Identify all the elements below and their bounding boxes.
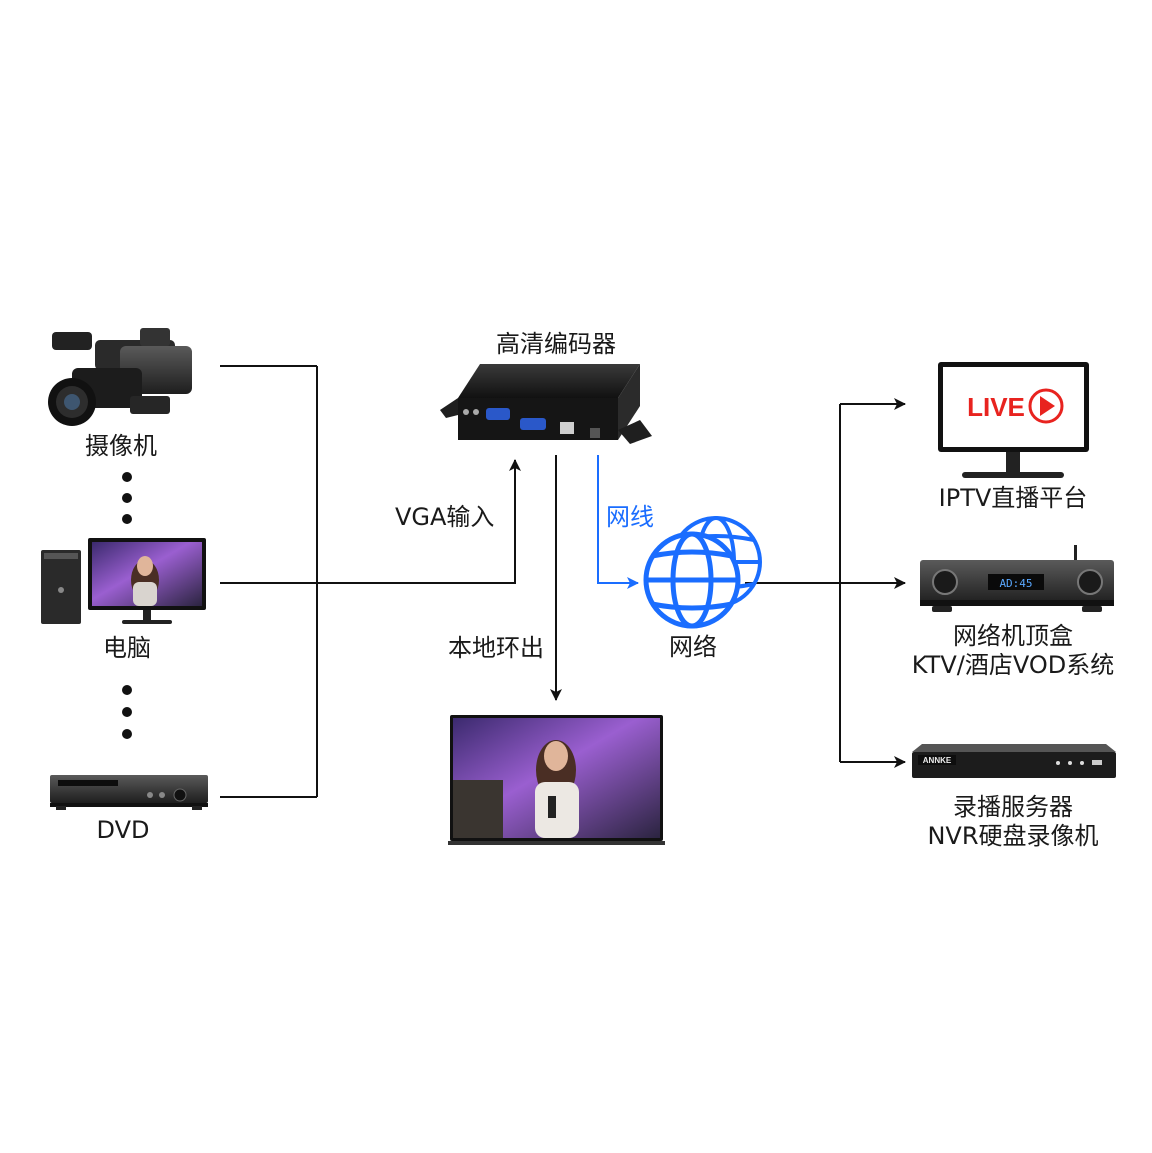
encoder-device-icon (440, 364, 652, 444)
local-loop-label: 本地环出 (448, 634, 544, 662)
live-badge-text: LIVE (967, 392, 1025, 422)
nvr-brand-text: ANNKE (923, 756, 952, 765)
vga-input-label: VGA输入 (395, 503, 495, 531)
nvr-device-icon: ANNKE (912, 744, 1116, 778)
set-top-box-icon: AD:45 (920, 545, 1114, 612)
computer-label: 电脑 (103, 634, 151, 662)
network-cable-label: 网线 (606, 503, 654, 531)
network-cable-arrow (597, 455, 639, 589)
network-label: 网络 (669, 633, 717, 661)
dvd-player-icon (50, 775, 208, 810)
ellipsis-dots-lower (122, 685, 132, 739)
ellipsis-dots-upper (122, 472, 132, 524)
camera-label: 摄像机 (85, 432, 157, 460)
computer-icon (41, 538, 206, 624)
vga-input-arrow (220, 459, 521, 584)
globe-icon (643, 516, 762, 629)
receiver-display-text: AD:45 (999, 577, 1032, 590)
stb-label-line2: KTV/酒店VOD系统 (911, 651, 1115, 679)
encoder-title: 高清编码器 (496, 330, 616, 358)
iptv-label: IPTV直播平台 (938, 484, 1088, 512)
dvd-label: DVD (96, 816, 150, 844)
camcorder-icon (48, 328, 192, 426)
output-distribution-lines (745, 398, 906, 768)
local-tv-icon (448, 715, 665, 845)
nvr-label-line2: NVR硬盘录像机 (927, 822, 1099, 850)
stb-label-line1: 网络机顶盒 (953, 622, 1073, 650)
iptv-monitor-icon: LIVE (938, 362, 1089, 478)
live-play-icon (1028, 388, 1064, 424)
nvr-label-line1: 录播服务器 (953, 793, 1073, 821)
source-bus-lines (220, 365, 562, 798)
